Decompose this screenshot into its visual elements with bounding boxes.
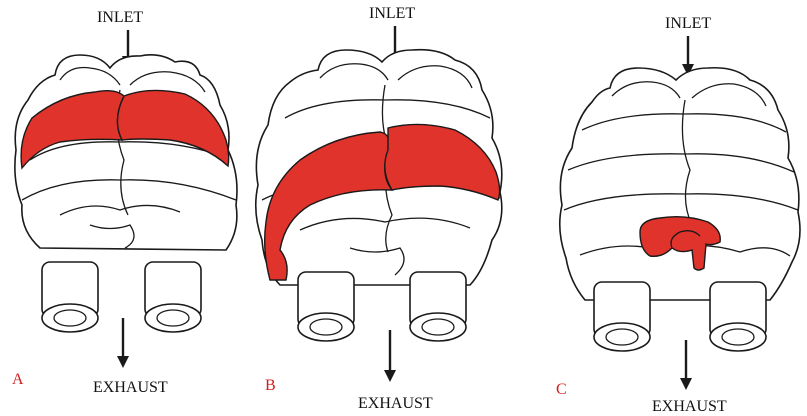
- exhaust-arrowhead: [680, 378, 692, 390]
- panel-letter: C: [556, 381, 567, 398]
- panel-letter: A: [12, 371, 24, 388]
- inlet-label: INLET: [665, 15, 711, 32]
- panel-letter: B: [265, 377, 276, 394]
- pipe-opening: [42, 304, 98, 332]
- exhaust-label: EXHAUST: [93, 379, 168, 396]
- pipe-opening: [710, 323, 766, 351]
- exhaust-arrowhead: [117, 356, 129, 368]
- panel-a: INLET EXHAUST A: [12, 9, 237, 396]
- exhaust-label: EXHAUST: [358, 395, 433, 412]
- pipe-opening: [410, 313, 466, 341]
- rotor-housing: [15, 55, 237, 250]
- inlet-label: INLET: [369, 5, 415, 22]
- inlet-label: INLET: [97, 9, 143, 26]
- pipe-opening: [145, 304, 201, 332]
- panel-c: INLET EXHAUST C: [556, 15, 800, 415]
- panel-b: INLET EXHAUST B: [256, 5, 502, 412]
- exhaust-label: EXHAUST: [652, 398, 727, 415]
- pipe-opening: [594, 323, 650, 351]
- exhaust-arrowhead: [384, 370, 396, 382]
- pipe-opening: [298, 313, 354, 341]
